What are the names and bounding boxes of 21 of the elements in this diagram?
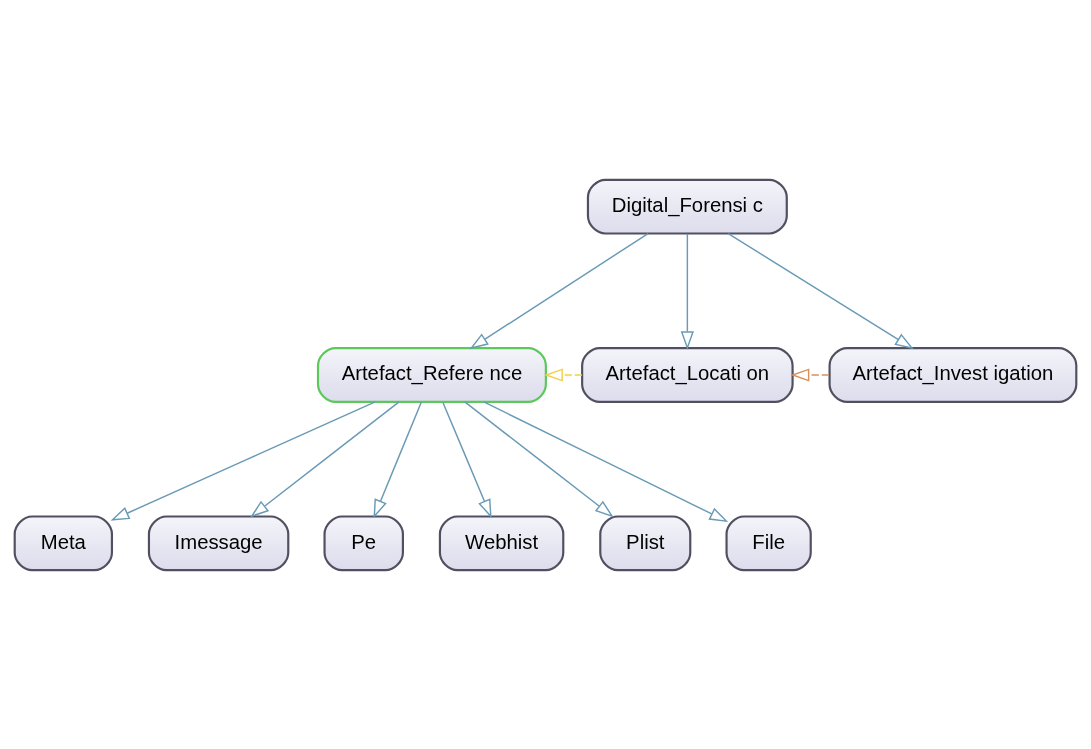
- arrow: [483, 400, 729, 522]
- arrow: [790, 367, 830, 382]
- arrow: [544, 367, 583, 382]
- arrow: [110, 400, 376, 521]
- node-box: File: [725, 514, 812, 571]
- node-box: Artefact_Locati on: [581, 346, 794, 403]
- node-box: Meta: [13, 514, 114, 571]
- node-box: Artefact_Invest igation: [828, 346, 1078, 403]
- arrow: [680, 232, 694, 350]
- arrow: [469, 232, 649, 349]
- node-box: Webhist: [438, 514, 565, 571]
- arrow: [464, 400, 614, 517]
- node-box: Imessage: [147, 514, 290, 571]
- node-box: Pe: [323, 514, 404, 571]
- node-box: Digital_Forensi c: [586, 178, 788, 235]
- node-box: Artefact_Refere nce: [316, 346, 547, 403]
- arrow: [250, 400, 400, 517]
- arrow: [727, 232, 914, 349]
- node-box: Plist: [599, 514, 692, 571]
- arrow: [442, 401, 492, 518]
- arrow: [373, 401, 422, 518]
